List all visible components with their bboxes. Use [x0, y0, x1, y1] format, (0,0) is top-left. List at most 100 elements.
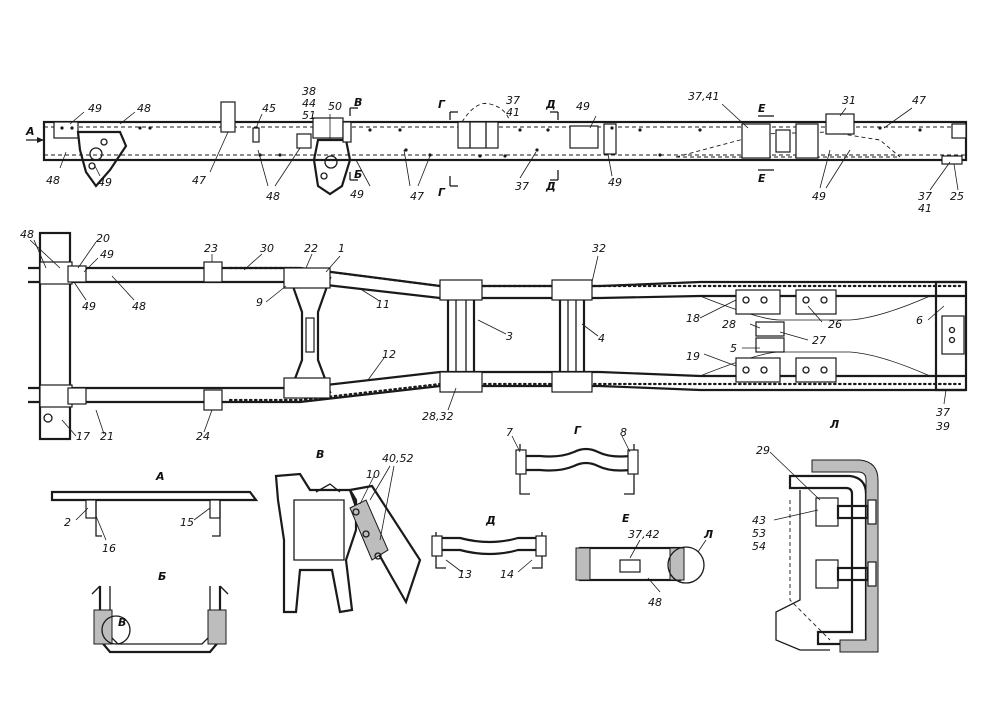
callout: 48 [46, 174, 60, 187]
section-g-mark: Г [438, 98, 446, 111]
section-d-mark-lower: Д [545, 180, 556, 193]
callout: 37,42 [628, 528, 660, 541]
callout: 41 [506, 106, 520, 119]
bumper-section [50, 490, 259, 502]
callout: 48 [20, 228, 34, 241]
callout: 27 [812, 334, 826, 347]
bracket-24 [203, 389, 223, 411]
section-a-title: А [155, 470, 165, 483]
section-g-title: Г [574, 424, 582, 437]
front-bracket-bottom [39, 384, 73, 408]
callout: 2 [64, 516, 71, 529]
crossmember-e-bracket-1 [741, 123, 771, 159]
callout: 31 [842, 94, 856, 107]
section-v-title: В [316, 448, 324, 461]
callout: 47 [410, 190, 424, 203]
side-member-outline [42, 120, 968, 162]
section-labels: А А Б Б В В В Г Г Г Д Д Д Е Е Е Л Л [25, 96, 839, 629]
callout: 28 [722, 318, 736, 331]
bracket-31 [825, 113, 855, 135]
rear-cross-18 [699, 295, 931, 321]
callout: 48 [648, 596, 662, 609]
detail-v [274, 465, 422, 614]
front-bumper [38, 231, 72, 441]
frame-plan-view [28, 231, 968, 441]
callout: 49 [88, 102, 102, 115]
callout: 14 [500, 568, 514, 581]
section-v-ref: В [118, 616, 126, 629]
callout: 32 [592, 242, 606, 255]
callout: 47 [912, 94, 926, 107]
detail-a [50, 490, 259, 541]
callout: 7 [506, 426, 513, 439]
callout: 3 [506, 330, 513, 343]
callout: 20 [96, 232, 110, 245]
section-g-mark-lower: Г [438, 186, 446, 199]
rear-hanger-top [312, 117, 344, 139]
rivets-side [60, 126, 922, 158]
crossmember-3 [446, 296, 476, 376]
detail-e [575, 539, 707, 593]
callout: 54 [752, 540, 766, 553]
crossmember-g-hidden [461, 102, 511, 123]
callout: 19 [686, 350, 700, 363]
detail-l-circle [667, 546, 705, 584]
detail-d [431, 532, 547, 573]
callout: 48 [137, 102, 151, 115]
callout: 49 [608, 176, 622, 189]
frame-side-view [26, 101, 968, 196]
section-v-mark: В [354, 96, 362, 109]
crossmember-g-bracket [457, 121, 499, 149]
callout: 51 [302, 109, 316, 122]
rear-cross-19 [699, 351, 931, 377]
callout: 30 [260, 242, 274, 255]
spring-hanger-section [274, 472, 358, 614]
callout: 21 [100, 430, 114, 443]
callout: 13 [458, 568, 472, 581]
callout: 12 [382, 348, 396, 361]
reinforcement-hidden [675, 131, 901, 158]
callout: 5 [730, 342, 737, 355]
crossmember-d-bracket [569, 125, 599, 149]
callout-labels: 49 48 48 49 45 47 38 44 51 50 48 49 47 3… [20, 85, 964, 609]
section-e-title: Е [622, 512, 630, 525]
callout: 38 [302, 85, 316, 98]
section-d-mark: Д [545, 98, 556, 111]
callout: 48 [132, 300, 146, 313]
section-e-mark: Е [758, 102, 766, 115]
callout: 43 [752, 514, 766, 527]
section-l-title: Л [829, 418, 839, 431]
callout: 9 [256, 296, 263, 309]
callout: 23 [204, 242, 218, 255]
callout: 6 [916, 314, 923, 327]
callout: 40,52 [382, 452, 414, 465]
lower-member-outer [28, 384, 966, 404]
callout: 1 [338, 242, 345, 255]
callout: 39 [936, 420, 950, 433]
callout: 49 [100, 248, 114, 261]
bolt-upper [815, 497, 839, 527]
bracket-47 [220, 101, 236, 133]
callout: 41 [918, 202, 932, 215]
detail-l [769, 451, 879, 653]
channel-section-l [788, 474, 868, 646]
callout: 53 [752, 527, 766, 540]
callout: 11 [376, 298, 390, 311]
section-a-mark: А [25, 125, 35, 138]
callout: 37 [506, 94, 520, 107]
rear-end-bracket [951, 123, 967, 139]
callout: 4 [598, 332, 605, 345]
callout: 29 [756, 444, 770, 457]
callout: 49 [82, 300, 96, 313]
crossmember-e-bracket-2 [795, 123, 819, 159]
bracket-23 [203, 261, 223, 283]
callout: 25 [950, 190, 964, 203]
callout: 50 [328, 100, 342, 113]
rear-crossmember [934, 280, 968, 392]
callout: 49 [350, 188, 364, 201]
callout: 49 [576, 100, 590, 113]
callout: 37 [936, 406, 950, 419]
bracket-28 [755, 321, 785, 337]
